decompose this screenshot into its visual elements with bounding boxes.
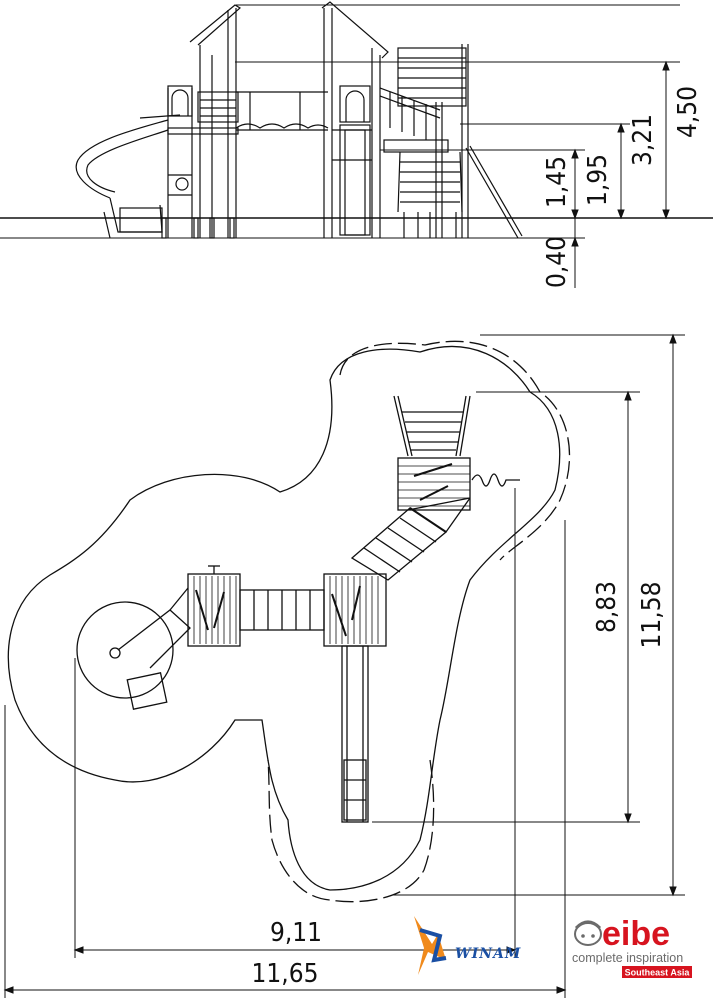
straight-slide-plan xyxy=(341,645,369,823)
right-tower-stairs xyxy=(379,44,523,239)
spiral-slide xyxy=(75,114,181,239)
dim-depth-inner: 8,83 xyxy=(592,581,622,633)
spiral-slide-plan xyxy=(76,601,174,699)
safety-zone-dashed xyxy=(339,340,571,561)
bridge-elevation xyxy=(235,91,329,131)
eibe-wordmark: eibe xyxy=(602,915,670,953)
dim-roof-height: 3,21 xyxy=(628,114,658,166)
dim-width-inner: 9,11 xyxy=(270,918,322,948)
wave-climber-plan xyxy=(471,473,520,487)
central-tower xyxy=(321,1,389,238)
plan-view xyxy=(7,340,571,903)
right-platform-plan xyxy=(397,457,471,511)
diagonal-stairs-plan xyxy=(350,497,471,581)
elevation-dimensions xyxy=(0,4,680,288)
dim-foundation-depth: 0,40 xyxy=(542,236,572,288)
eibe-region-badge xyxy=(622,966,692,978)
left-tower xyxy=(167,4,242,238)
eibe-region-text: Southeast Asia xyxy=(625,968,691,978)
dim-platform-low: 1,45 xyxy=(542,156,572,208)
eibe-logo: eibe complete inspiration Southeast Asia xyxy=(572,915,692,978)
dim-total-height: 4,50 xyxy=(673,86,703,138)
dim-depth-outer: 11,58 xyxy=(637,582,667,649)
top-climber-plan xyxy=(393,395,471,457)
dim-width-outer: 11,65 xyxy=(252,959,319,989)
dim-platform-high: 1,95 xyxy=(583,154,613,206)
safety-zone-outline xyxy=(7,345,561,891)
plan-dimensions xyxy=(3,333,685,998)
winam-mark xyxy=(414,916,446,975)
safety-zone-dashed-bottom xyxy=(267,759,435,903)
eibe-tagline: complete inspiration xyxy=(572,951,683,965)
winam-wordmark: WINAM xyxy=(455,946,521,962)
winam-logo: WINAM xyxy=(414,916,521,975)
foundation-posts xyxy=(161,217,235,239)
left-platform-plan xyxy=(187,573,241,647)
